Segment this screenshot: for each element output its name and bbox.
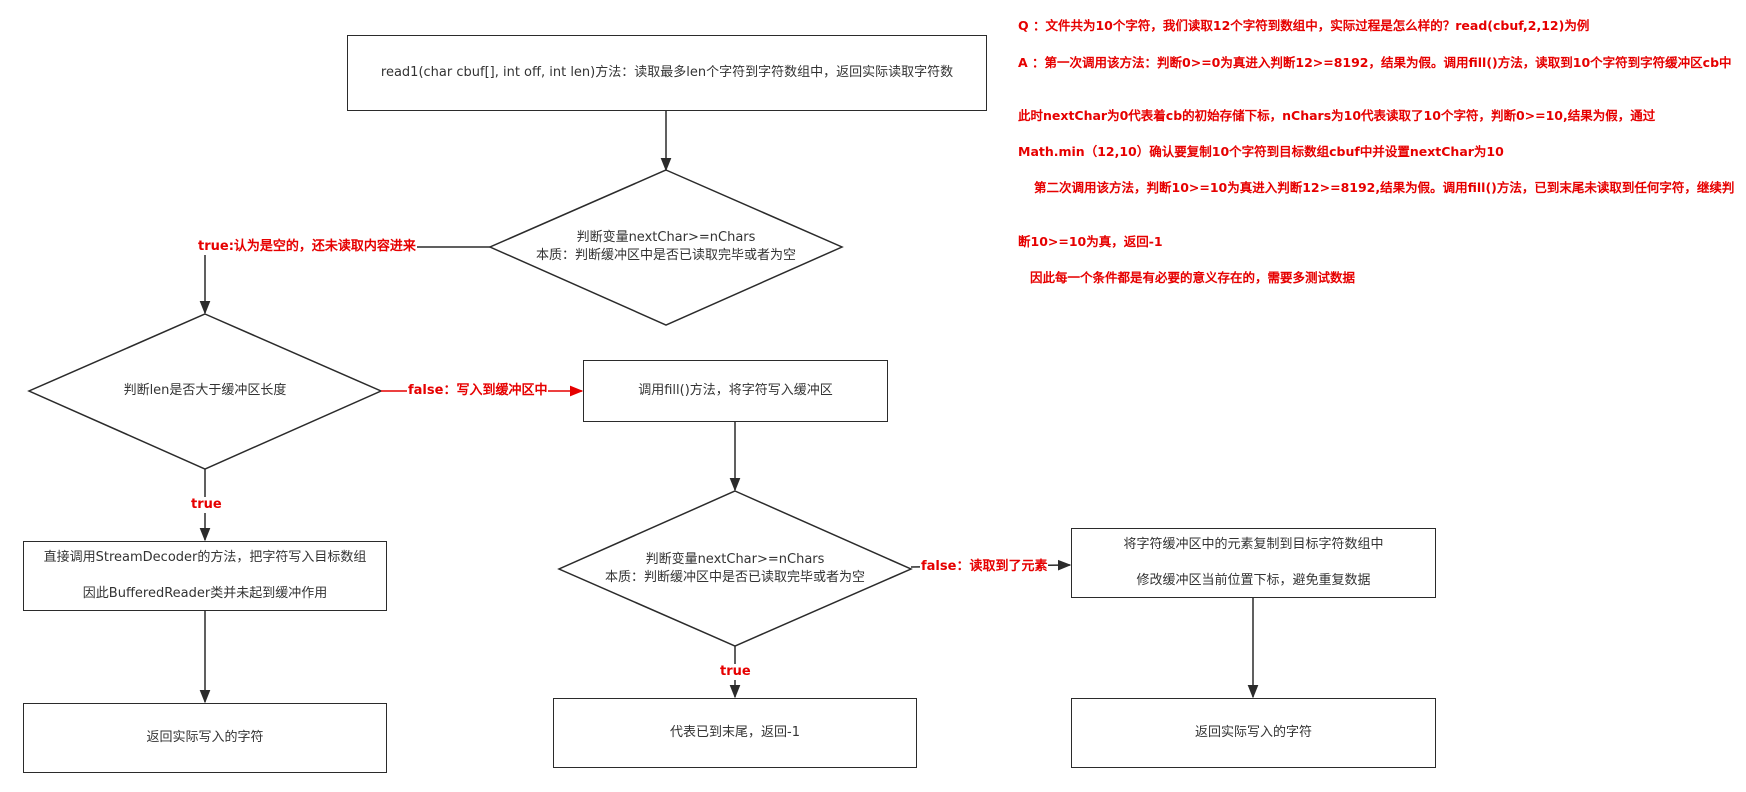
read1-method-text: read1(char cbuf[], int off, int len)方法：读… xyxy=(380,65,954,80)
edge-label-false-read-elem: false：读取到了元素 xyxy=(920,559,1049,575)
read1-method-box: read1(char cbuf[], int off, int len)方法：读… xyxy=(347,35,987,111)
edge-label-false-to-buffer: false：写入到缓冲区中 xyxy=(407,383,549,399)
check-len-text: 判断len是否大于缓冲区长度 xyxy=(29,378,381,404)
edge-check1-true xyxy=(199,246,490,315)
check-buffer-1-text: 判断变量nextChar>=nChars 本质：判断缓冲区中是否已读取完毕或者为… xyxy=(490,222,842,272)
direct-stream-line2: 因此BufferedReader类并未起到缓冲作用 xyxy=(82,586,328,601)
check-buffer-2-line2: 本质：判断缓冲区中是否已读取完毕或者为空 xyxy=(604,570,865,585)
return-written-2-text: 返回实际写入的字符 xyxy=(1194,725,1312,740)
decision-diamond-buffer-1 xyxy=(488,169,844,326)
return-eof-box: 代表已到末尾，返回-1 xyxy=(553,698,917,768)
edge-label-true-len: true xyxy=(190,497,223,513)
return-eof-text: 代表已到末尾，返回-1 xyxy=(670,725,800,740)
check-buffer-2-line1: 判断变量nextChar>=nChars xyxy=(645,552,825,567)
edge-label-true-empty: true:认为是空的，还未读取内容进来 xyxy=(197,239,417,255)
note-answer-4: 第二次调用该方法，判断10>=10为真进入判断12>=8192,结果为假。调用f… xyxy=(1034,180,1735,195)
edge-label-true-eof: true xyxy=(719,664,752,680)
note-answer-2: 此时nextChar为0代表着cb的初始存储下标，nChars为10代表读取了1… xyxy=(1018,108,1656,123)
check-len-label: 判断len是否大于缓冲区长度 xyxy=(123,383,287,398)
return-written-2-box: 返回实际写入的字符 xyxy=(1071,698,1436,768)
check-buffer-1-line1: 判断变量nextChar>=nChars xyxy=(576,230,756,245)
note-answer-5: 断10>=10为真，返回-1 xyxy=(1018,234,1163,249)
check-buffer-1-line2: 本质：判断缓冲区中是否已读取完毕或者为空 xyxy=(535,248,796,263)
note-question: Q ：文件共为10个字符，我们读取12个字符到数组中，实际过程是怎么样的？rea… xyxy=(1018,18,1590,33)
call-fill-text: 调用fill()方法，将字符写入缓冲区 xyxy=(638,383,833,398)
copy-buffer-line2: 修改缓冲区当前位置下标，避免重复数据 xyxy=(1136,573,1371,588)
note-answer-1: A ：第一次调用该方法：判断0>=0为真进入判断12>=8192，结果为假。调用… xyxy=(1018,55,1732,70)
note-answer-3: Math.min（12,10）确认要复制10个字符到目标数组cbuf中并设置ne… xyxy=(1018,144,1504,159)
return-written-1-box: 返回实际写入的字符 xyxy=(23,703,387,773)
copy-buffer-line1: 将字符缓冲区中的元素复制到目标字符数组中 xyxy=(1123,537,1384,552)
direct-stream-box: 直接调用StreamDecoder的方法，把字符写入目标数组 因此Buffere… xyxy=(23,541,387,611)
direct-stream-line1: 直接调用StreamDecoder的方法，把字符写入目标数组 xyxy=(43,550,367,565)
call-fill-box: 调用fill()方法，将字符写入缓冲区 xyxy=(583,360,888,422)
note-conclusion: 因此每一个条件都是有必要的意义存在的，需要多测试数据 xyxy=(1030,270,1356,285)
return-written-1-text: 返回实际写入的字符 xyxy=(146,730,264,745)
copy-buffer-box: 将字符缓冲区中的元素复制到目标字符数组中 修改缓冲区当前位置下标，避免重复数据 xyxy=(1071,528,1436,598)
check-buffer-2-text: 判断变量nextChar>=nChars 本质：判断缓冲区中是否已读取完毕或者为… xyxy=(559,544,911,594)
